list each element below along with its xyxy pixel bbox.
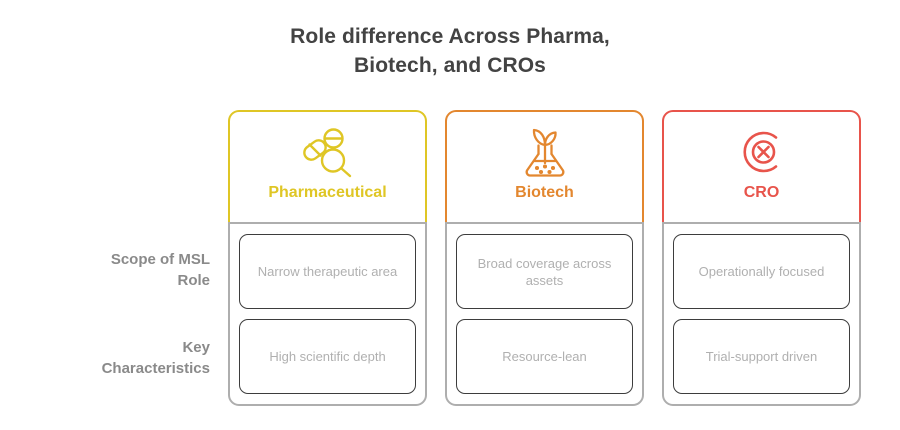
cell-line-1: Trial-support driven [705,349,818,364]
column-title-cro: CRO [743,184,780,201]
row-label-column: Scope of MSL Role Key Characteristics [10,236,210,410]
row-label-line-1: Key [182,339,210,356]
column-cro[interactable]: CRO Operationally focused Trial-support … [662,110,861,406]
page-title-line-2: Biotech, and CROs [354,54,546,77]
page-title: Role difference Across Pharma, Biotech, … [0,22,900,80]
cell-line-1: Resource-lean [502,349,587,364]
column-body-biotech: Broad coverage across assets Resource-le… [445,222,644,406]
column-header-pharmaceutical: Pharmaceutical [228,110,427,222]
cell-biotech-characteristics[interactable]: Resource-lean [456,319,633,394]
cell-line-1: High scientific depth [269,349,386,364]
row-label-key-characteristics: Key Characteristics [10,324,210,410]
cell-line-1: Narrow therapeutic [257,264,372,279]
column-body-pharmaceutical: Narrow therapeutic area High scientific … [228,222,427,406]
cell-pharmaceutical-scope[interactable]: Narrow therapeutic area [239,234,416,309]
row-label-line-2: Role [177,272,210,289]
pills-magnifier-icon [299,123,357,181]
flask-sprout-icon [516,123,574,181]
row-label-line-1: Scope of MSL [110,251,210,268]
column-title-pharmaceutical: Pharmaceutical [268,184,387,201]
column-pharmaceutical[interactable]: Pharmaceutical Narrow therapeutic area H… [228,110,427,406]
cell-pharmaceutical-characteristics[interactable]: High scientific depth [239,319,416,394]
cell-cro-scope[interactable]: Operationally focused [673,234,850,309]
row-label-line-2: Characteristics [101,360,210,377]
cell-cro-characteristics[interactable]: Trial-support driven [673,319,850,394]
page-title-line-1: Role difference Across Pharma, [290,25,610,48]
column-header-biotech: Biotech [445,110,644,222]
column-header-cro: CRO [662,110,861,222]
c-cross-icon [733,123,791,181]
cell-line-1: Operationally [698,264,779,279]
comparison-columns: Pharmaceutical Narrow therapeutic area H… [228,110,863,406]
row-label-scope-of-msl-role: Scope of MSL Role [10,236,210,322]
cell-biotech-scope[interactable]: Broad coverage across assets [456,234,633,309]
column-biotech[interactable]: Biotech Broad coverage across assets Res… [445,110,644,406]
cell-line-2: across assets [525,255,612,288]
column-title-biotech: Biotech [515,184,574,201]
column-body-cro: Operationally focused Trial-support driv… [662,222,861,406]
cell-line-2: focused [778,264,825,279]
cell-line-2: area [371,264,398,279]
cell-line-1: Broad coverage [477,255,574,271]
